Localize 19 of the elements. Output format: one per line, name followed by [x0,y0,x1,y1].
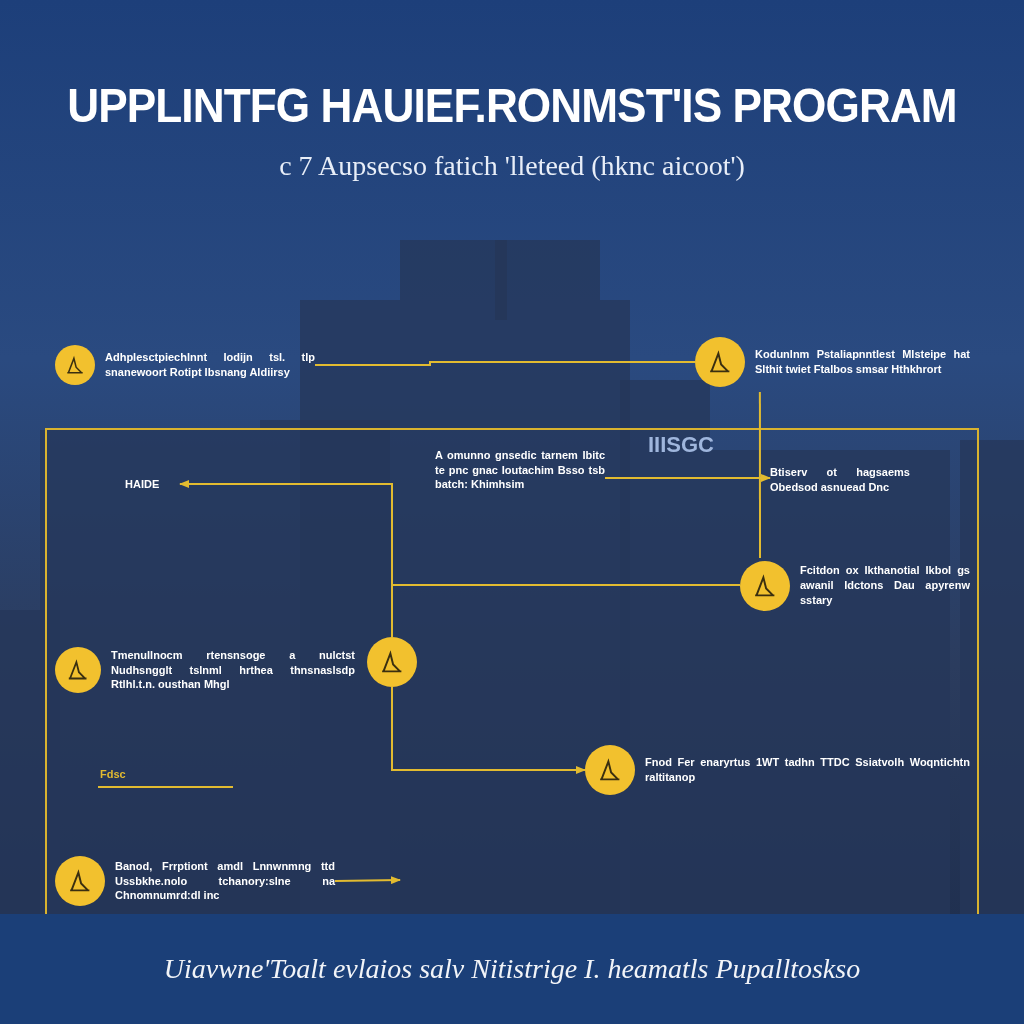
node-text: Kodunlnm Pstaliapnntlest Mlsteipe hat Slthit twiet Ftalbos smsar Hthkhrort [755,347,970,377]
node-text: Fcitdon ox Ikthanotial Ikbol gs awanil Idctons Dau apyrenw sstary [800,563,970,608]
node-text: Fnod Fer enaryrtus 1WT tadhn TTDC Ssiatvolh Woqntichtn raltitanop [645,755,970,785]
subtitle: c 7 Aupsecso fatich 'lleteed (hknc aicoot') [278,150,746,182]
node-text: A omunno gnsedic tarnem Ibitc te pnc gnac Ioutachim Bsso tsb batch: Khimhsim [435,447,605,493]
connector-line [758,391,761,559]
caption: Uiavwne'Toalt evlaios salv Nitistrige I. heamatls Pupalltoskso [0,914,1024,1024]
node-text: Btiserv ot hagsaems Obedsod asnuead Dnc [770,465,910,495]
connector-line [604,473,771,482]
node-text: Adhplesctpiechlnnt Iodijn tsl. tlp snanewoort Rotipt Ibsnang Aldiirsy [105,350,315,380]
connector-line [334,876,401,885]
connector-line [314,361,696,366]
label: Fdsc [100,768,126,780]
connector-line [391,686,586,774]
node-text: HAIDE [125,476,161,492]
node-text: Tmenullnocm rtensnsoge a nulctst Nudhsngglt tslnml hrthea thnsnaslsdp Rtlhl.t.n. ousthan Mhgl [111,647,355,693]
node-text: Banod, Frrptiont amdl Lnnwnmng ttd Ussbkhe.nolo tchanory:slne na Chnomnumrd:dl inc [115,858,335,904]
label: IIISGC [648,432,714,458]
title: UPPLINTFG HAUIEF.RONMST'IS PROGRAM [66,78,958,133]
